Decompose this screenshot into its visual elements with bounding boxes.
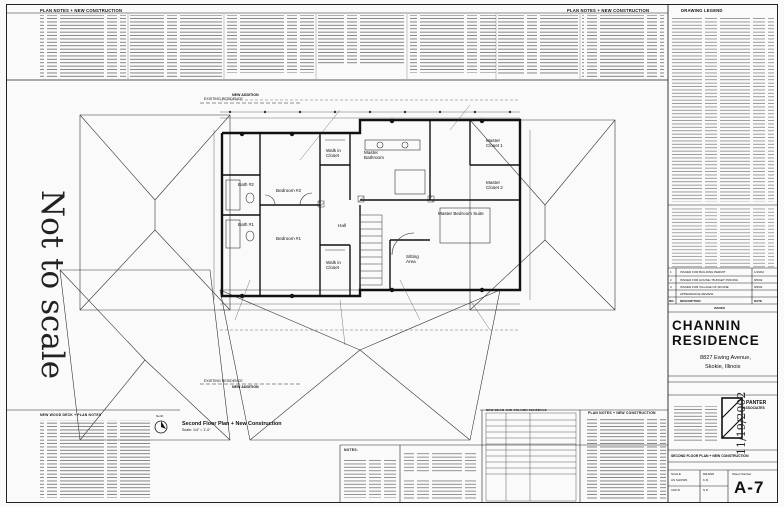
room-master-bathroom: Master Bathroom — [364, 150, 384, 160]
issue-2-date: 8/6/02 — [754, 278, 763, 282]
room-bath-1: Bath #1 — [238, 222, 254, 227]
issues-col-no: NO. — [669, 299, 675, 303]
sheet-number-label: Sheet Number — [732, 472, 752, 476]
issue-3-text: ISSUED FOR VILLAGE OF SKOKIE — [680, 285, 729, 289]
project-city: Skokie, Illinois — [705, 364, 741, 370]
plan-notes-header-right: PLAN NOTES + NEW CONSTRUCTION — [567, 8, 650, 13]
project-name-line2: RESIDENCE — [672, 333, 760, 348]
issue-3-date: 9/9/02 — [754, 285, 763, 289]
project-name-line1: CHANNIN — [672, 318, 742, 333]
issues-col-description: DESCRIPTION — [680, 299, 701, 303]
sheet-border — [6, 4, 778, 503]
issue-3-no: 3 — [670, 285, 672, 289]
drawing-title: SECOND FLOOR PLAN + NEW CONSTRUCTION — [671, 454, 749, 458]
room-master-closet-2: Master Closet 2 — [486, 180, 503, 190]
room-sitting-area: Sitting Area — [406, 254, 419, 264]
issue-2-text: ISSUED FOR HOUSE / BUDGET PRICING — [680, 278, 739, 282]
not-to-scale-stamp: Not to scale — [34, 190, 70, 380]
legend-header: DRAWING LEGEND — [681, 8, 723, 13]
room-hall: Hall — [338, 223, 346, 228]
issue-1-no: 1 — [670, 270, 672, 274]
scale-label: SCALE — [671, 472, 681, 476]
date-stamp: 11/19/2002 — [735, 391, 748, 455]
room-master-closet-1: Master Closet 1 — [486, 138, 503, 148]
room-walk-in-closet-bottom: Walk in Closet — [326, 260, 341, 270]
sheet-number: A-7 — [734, 478, 765, 497]
existing-residence-top: EXISTING RESIDENCE — [204, 97, 243, 101]
room-bedroom-2: Bedroom #2 — [276, 188, 302, 193]
plan-notes-header-left: PLAN NOTES + NEW CONSTRUCTION — [40, 8, 123, 13]
scale-value: AS SHOWN — [671, 478, 688, 482]
plan-notes-bottom-header: PLAN NOTES + NEW CONSTRUCTION — [588, 411, 656, 415]
drawn-label: DRAWN — [703, 472, 715, 476]
firm-name-line2: ASSOCIATES — [743, 406, 765, 410]
room-bedroom-1: Bedroom #1 — [276, 236, 302, 241]
room-bath-2: Bath #2 — [238, 182, 254, 187]
issues-col-date: DATE — [754, 299, 762, 303]
checked-label: CHK'D — [671, 488, 681, 492]
plan-scale: Scale: 1/4" = 1'-0" — [182, 428, 211, 432]
schedule-header: NEW BEAM AND COLUMN SCHEDULE — [486, 408, 547, 412]
existing-residence-bottom: EXISTING RESIDENCE — [204, 379, 243, 383]
issue-2-no: 2 — [670, 278, 672, 282]
room-walk-in-closet-top: Walk in Closet — [326, 148, 341, 158]
wood-deck-notes-header: NEW WOOD DECK + PLAN NOTES — [40, 413, 102, 417]
firm-name-line1: PANTER — [746, 400, 767, 406]
issues-label: ISSUES — [714, 306, 726, 310]
issue-1-text: ISSUED FOR BUILDING PERMIT — [680, 270, 726, 274]
issue-4-text: APPEARANCE REVIEW — [680, 292, 714, 296]
issue-1-date: 1/19/02 — [754, 270, 765, 274]
new-addition-top: NEW ADDITION — [232, 93, 259, 97]
room-master-bedroom-suite: Master Bedroom Suite — [438, 211, 484, 216]
project-address: 8827 Ewing Avenue, — [700, 355, 751, 361]
drawn-value: K.R. — [703, 478, 709, 482]
north-arrow-label: North — [156, 414, 164, 418]
checked-value: S.P. — [703, 488, 709, 492]
plan-title: Second Floor Plan + New Construction — [182, 421, 282, 427]
notes-header: NOTES: — [344, 448, 359, 452]
new-addition-bottom: NEW ADDITION — [232, 385, 259, 389]
